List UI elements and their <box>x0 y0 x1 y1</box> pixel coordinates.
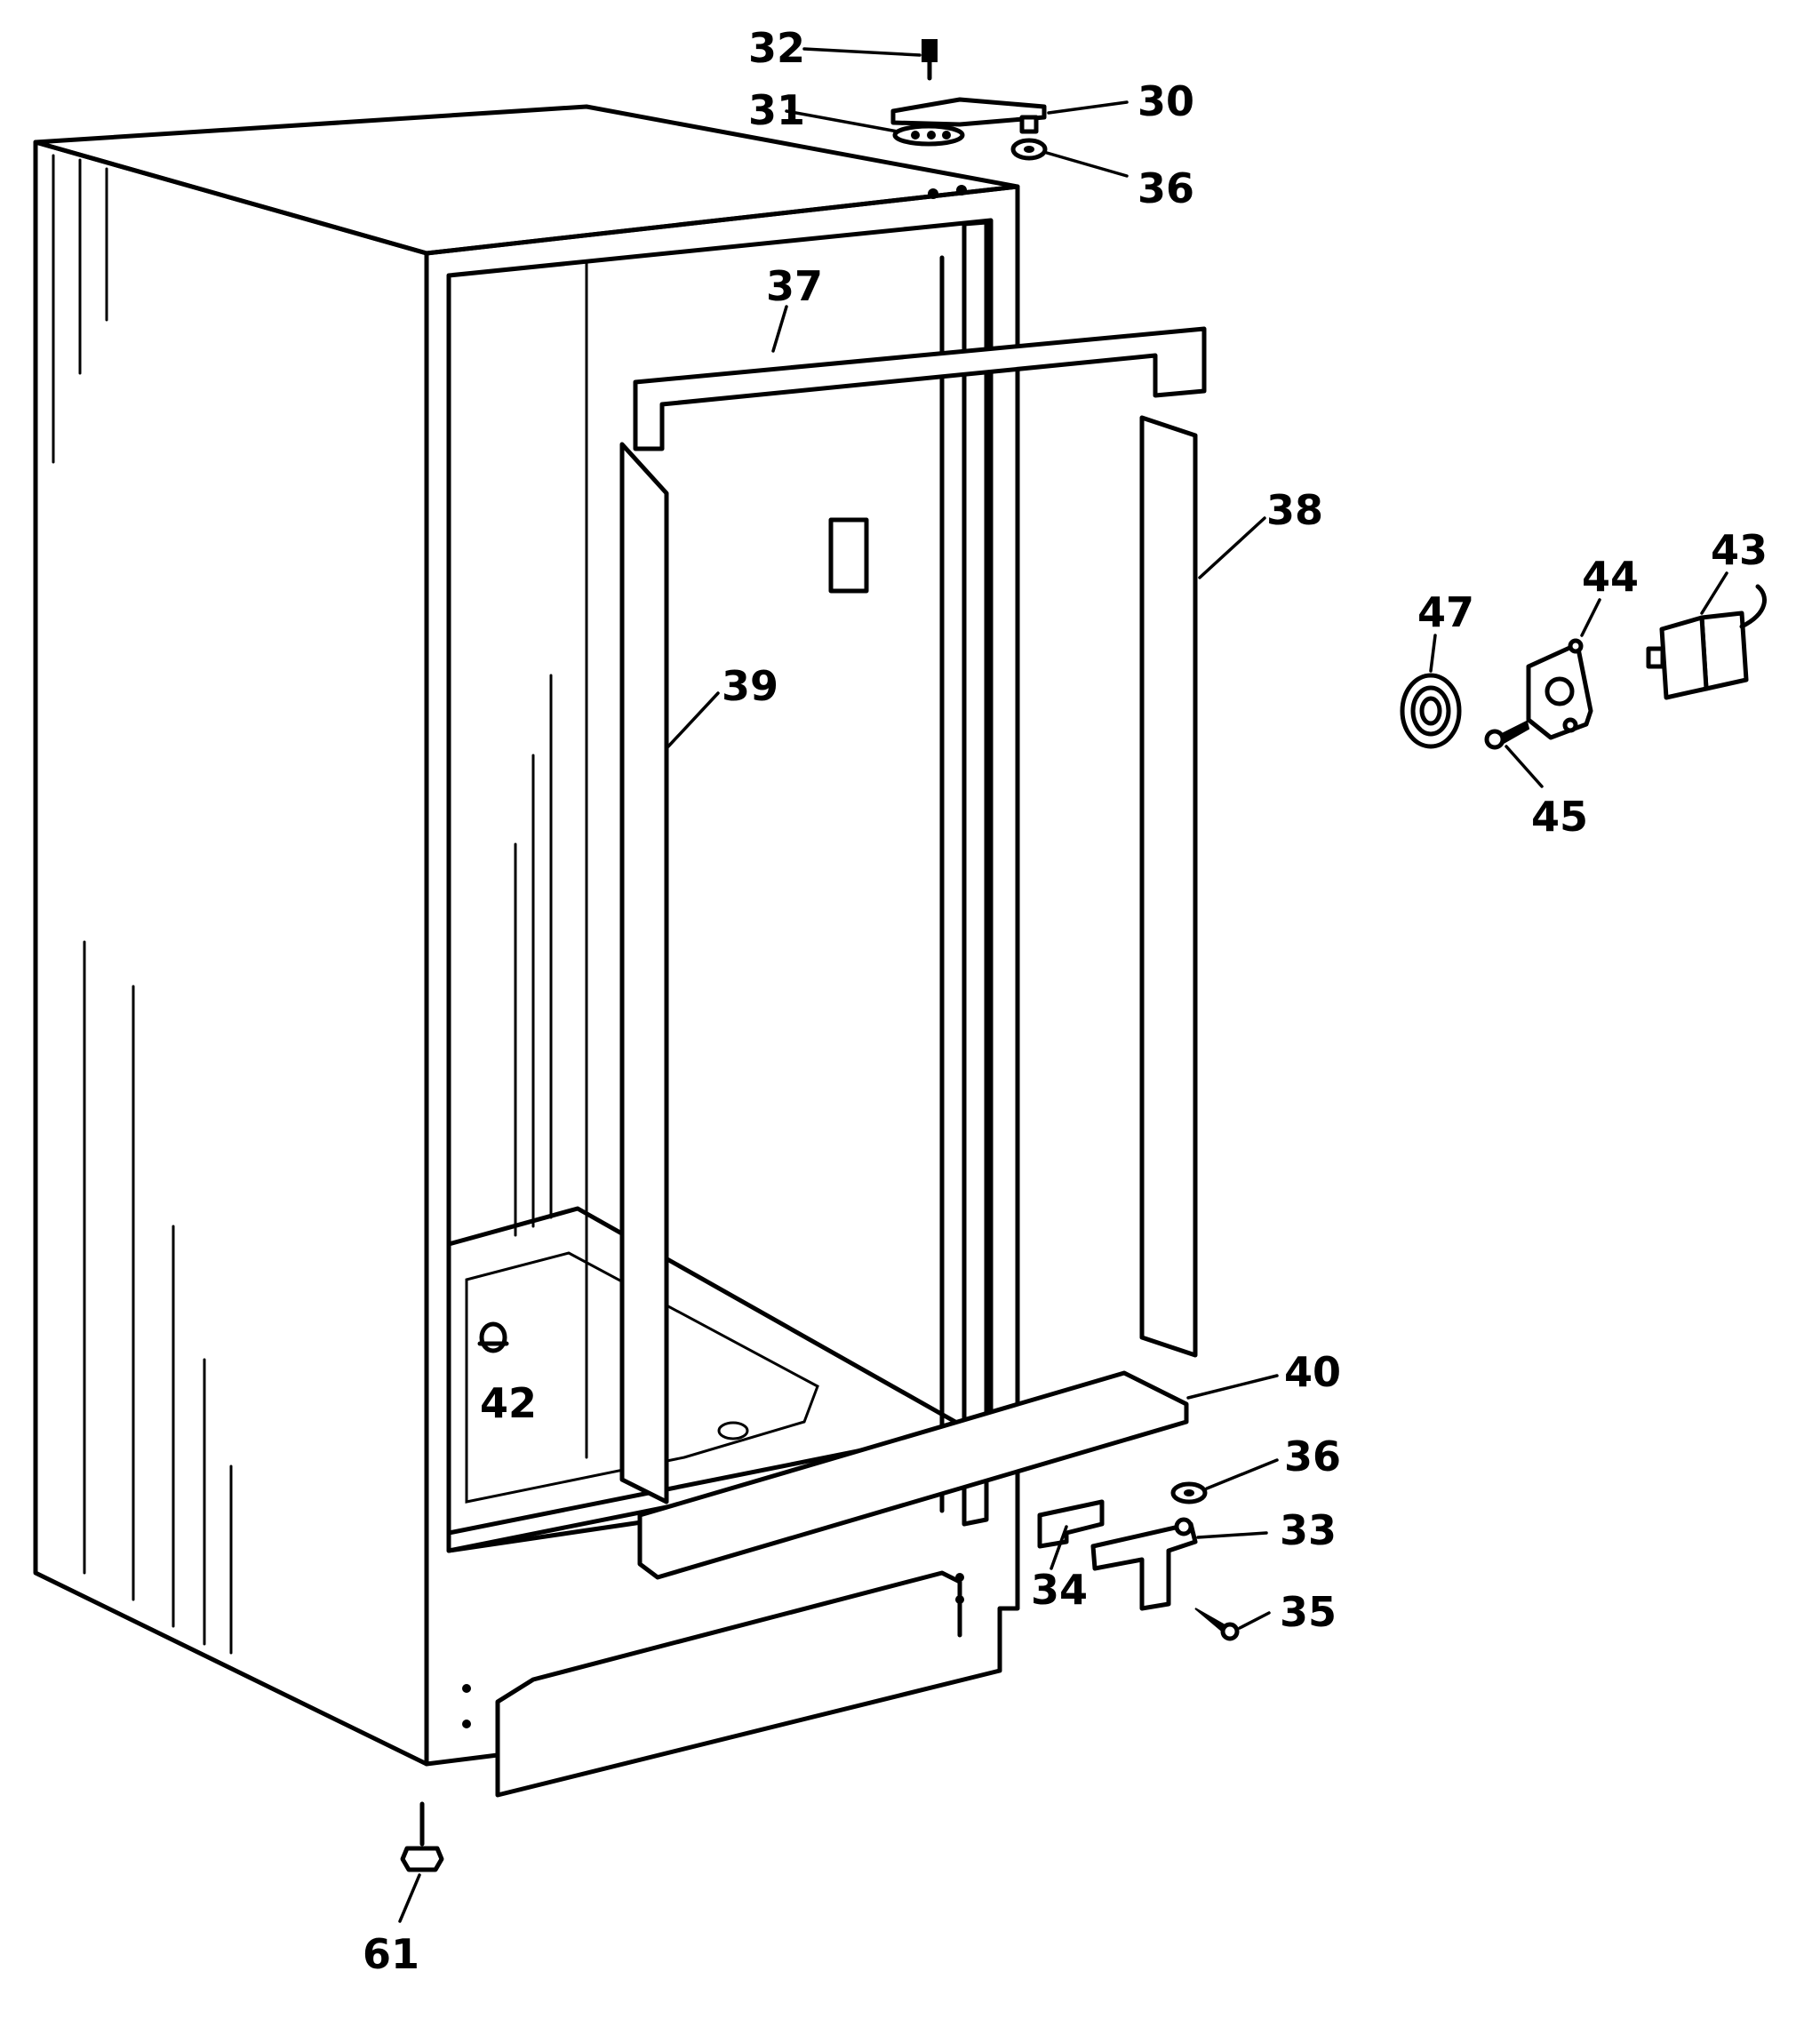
callout-34: 34 <box>1031 1566 1088 1614</box>
switch-screw-45 <box>1484 720 1530 750</box>
leader-43 <box>1700 571 1728 615</box>
leader-30 <box>1047 100 1129 115</box>
light-switch-43 <box>1646 584 1767 700</box>
switch-button-47 <box>1400 673 1462 749</box>
leader-31 <box>785 109 899 133</box>
leader-38 <box>1198 516 1266 579</box>
hinge-screw-35 <box>1194 1608 1240 1641</box>
leader-40 <box>1186 1374 1279 1400</box>
callout-42: 42 <box>480 1379 537 1427</box>
door-gasket-bottom <box>637 1370 1189 1580</box>
callout-32: 32 <box>748 24 805 72</box>
callout-33: 33 <box>1280 1506 1337 1554</box>
leader-47 <box>1429 634 1437 673</box>
leader-61 <box>398 1873 421 1923</box>
refrigerator-cabinet <box>33 104 1020 1798</box>
callout-37: 37 <box>766 262 823 310</box>
hinge-screw-32 <box>922 39 938 81</box>
leader-39 <box>667 691 720 748</box>
leader-32 <box>802 47 922 57</box>
leader-34 <box>1050 1525 1068 1570</box>
callout-31: 31 <box>748 86 805 134</box>
callout-45: 45 <box>1531 793 1588 841</box>
callout-39: 39 <box>722 662 778 710</box>
leader-33 <box>1196 1531 1268 1539</box>
callout-40: 40 <box>1284 1348 1341 1396</box>
leader-35 <box>1238 1611 1271 1630</box>
callout-61: 61 <box>363 1930 419 1978</box>
callout-36-top: 36 <box>1138 164 1194 212</box>
door-gasket-top <box>633 326 1207 451</box>
leader-37 <box>771 305 788 353</box>
washer-36-bottom <box>1170 1481 1208 1504</box>
door-gasket-left <box>619 442 669 1504</box>
hinge-shim-31 <box>892 124 965 147</box>
door-gasket-right <box>1139 415 1198 1358</box>
cabinet-bumper-42 <box>477 1321 509 1353</box>
leader-44 <box>1580 598 1601 637</box>
callout-44: 44 <box>1582 553 1639 601</box>
washer-36-top <box>1010 138 1048 161</box>
switch-bracket-44 <box>1526 638 1593 740</box>
top-hinge-30 <box>890 97 1047 134</box>
callout-47: 47 <box>1417 588 1474 636</box>
leveling-leg-61 <box>400 1801 444 1872</box>
leader-36b <box>1205 1458 1279 1490</box>
callout-35: 35 <box>1280 1588 1337 1636</box>
callout-43: 43 <box>1711 526 1768 574</box>
callout-36-bottom: 36 <box>1284 1432 1341 1480</box>
callout-30: 30 <box>1138 77 1194 125</box>
bottom-hinge-33 <box>1090 1517 1198 1611</box>
hinge-shim-34 <box>1037 1499 1105 1549</box>
leader-36a <box>1045 151 1129 178</box>
callout-38: 38 <box>1266 486 1323 534</box>
leader-45 <box>1505 745 1544 788</box>
